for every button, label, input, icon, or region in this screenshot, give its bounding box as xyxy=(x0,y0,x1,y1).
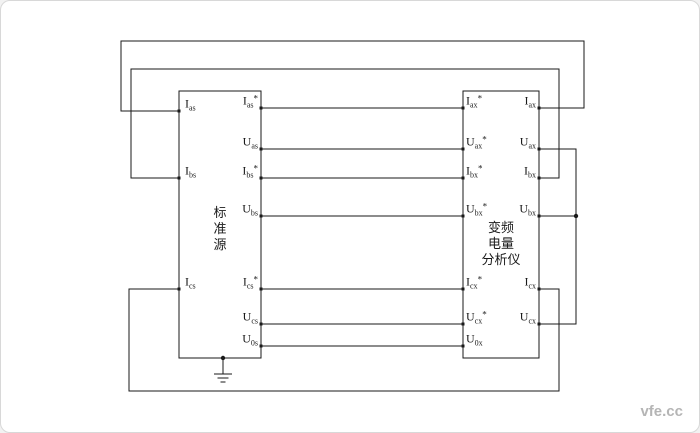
return-loops xyxy=(120,40,585,392)
terminal-label: Ics xyxy=(185,274,196,291)
analyzer-title-line: 电量 xyxy=(487,236,515,251)
terminal-label: Ucx* xyxy=(466,309,487,326)
source-title-line: 准 xyxy=(213,221,227,236)
loop-phase-c xyxy=(128,288,560,392)
analyzer-title-line: 变频 xyxy=(487,220,515,235)
terminal-label: Ibs xyxy=(185,163,197,180)
source-title-line: 源 xyxy=(213,237,227,252)
terminal-label: Ibx xyxy=(524,163,536,180)
terminal-label: Uas xyxy=(242,134,258,151)
source-box-title: 标 准 源 xyxy=(213,205,226,253)
terminal-label: Ucx xyxy=(519,309,536,326)
terminal-label: Ubs xyxy=(242,201,258,218)
terminal-marks xyxy=(177,106,579,361)
terminal-label: Uax* xyxy=(466,134,487,151)
terminal-label: Icx* xyxy=(466,274,483,291)
terminal-label: U0s xyxy=(242,331,258,348)
interconnect-wires xyxy=(261,107,463,347)
terminal-label: Ias xyxy=(185,96,196,113)
analyzer-box-title: 变频 电量 分析仪 xyxy=(481,220,520,268)
loop-phase-b xyxy=(130,68,560,179)
junction-dot xyxy=(573,213,579,219)
terminal-label: Ubx* xyxy=(466,201,488,218)
terminal-label: Icx xyxy=(524,274,536,291)
terminal-label: Ics* xyxy=(242,274,258,291)
source-box-outline xyxy=(178,90,262,359)
analyzer-box-outline xyxy=(462,90,540,359)
voltage-return-bus xyxy=(539,148,577,325)
terminal-label: Iax* xyxy=(466,93,483,110)
analyzer-title-line: 分析仪 xyxy=(481,252,521,267)
watermark: vfe.cc xyxy=(640,403,683,420)
terminal-label: Ibs* xyxy=(242,163,258,180)
terminal-label: Uax xyxy=(519,134,536,151)
terminal-label: Iax xyxy=(524,93,536,110)
terminal-label: Ubx xyxy=(519,201,536,218)
terminal-label: Ucs xyxy=(242,309,258,326)
terminal-label: Ias* xyxy=(242,93,258,110)
terminal-label: Ibx* xyxy=(466,163,483,180)
source-title-line: 标 xyxy=(213,205,227,220)
terminal-label: U0x xyxy=(466,331,483,348)
ground-icon xyxy=(214,358,232,383)
ground-junction-dot xyxy=(220,355,226,361)
